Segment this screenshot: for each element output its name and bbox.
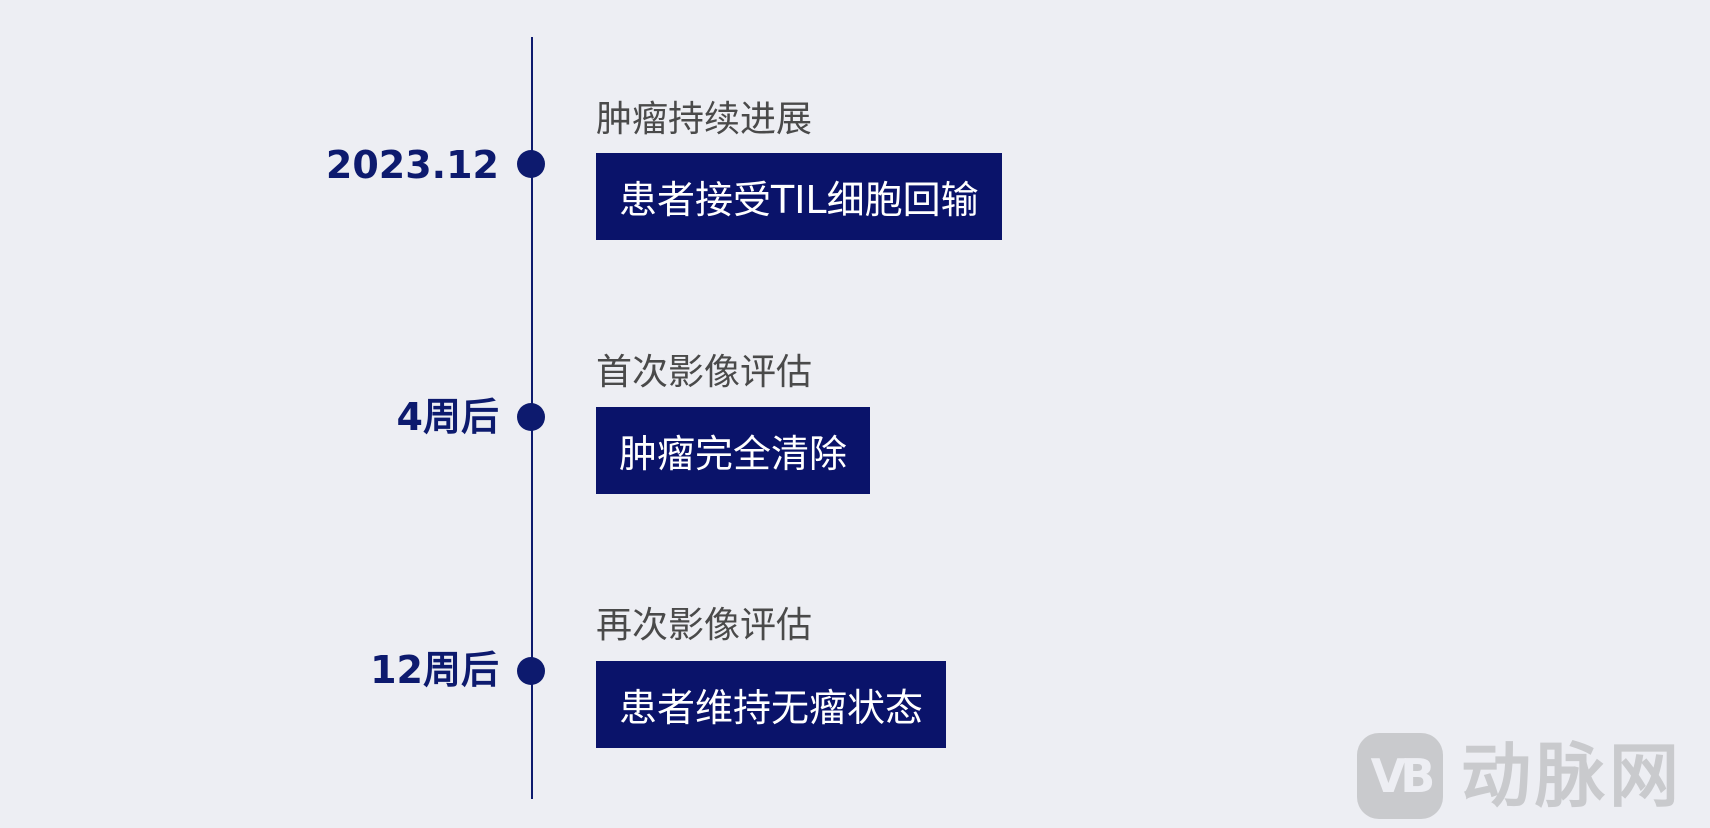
event-subtitle: 肿瘤持续进展: [596, 99, 813, 140]
timeline-event-3: 12周后 再次影像评估 患者维持无瘤状态: [0, 0, 1710, 748]
event-date: 4周后: [396, 395, 499, 439]
timeline-dot: [517, 150, 545, 178]
event-subtitle: 首次影像评估: [596, 352, 813, 393]
event-result-text: 肿瘤完全清除: [619, 432, 848, 476]
event-result-box: 肿瘤完全清除: [596, 407, 871, 494]
timeline-event-2: 4周后 首次影像评估 肿瘤完全清除: [0, 0, 1710, 494]
event-subtitle: 再次影像评估: [596, 605, 813, 646]
watermark-logo-icon: VB: [1357, 733, 1443, 819]
event-result-text: 患者维持无瘤状态: [619, 686, 924, 730]
event-date: 12周后: [370, 648, 499, 692]
event-date: 2023.12: [325, 143, 499, 187]
timeline-dot: [517, 657, 545, 685]
event-result-text: 患者接受TIL细胞回输: [619, 178, 979, 222]
event-result-box: 患者维持无瘤状态: [596, 661, 947, 748]
timeline-dot: [517, 403, 545, 431]
timeline-event-1: 2023.12 肿瘤持续进展 患者接受TIL细胞回输: [0, 0, 1710, 240]
watermark: VB 动脉网: [1357, 733, 1683, 819]
event-result-box: 患者接受TIL细胞回输: [596, 153, 1002, 240]
watermark-text: 动脉网: [1461, 735, 1683, 817]
